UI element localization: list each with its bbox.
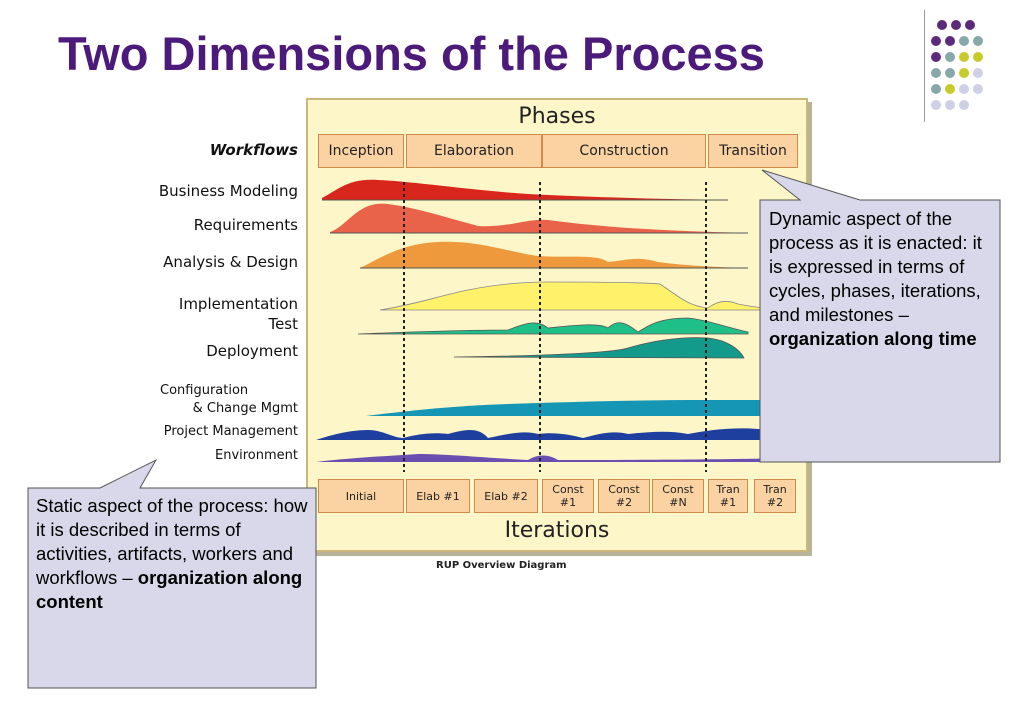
hump-deployment — [453, 337, 745, 359]
decorative-dot — [973, 84, 983, 94]
workflow-label-analysis-design: Analysis & Design — [163, 253, 298, 271]
dynamic-callout-text: Dynamic aspect of the process as it is e… — [769, 207, 997, 351]
hump-analysis-design — [360, 241, 748, 268]
rup-diagram: Phases Inception Elaboration Constructio… — [306, 98, 808, 552]
static-callout-box — [27, 458, 317, 689]
phase-transition: Transition — [708, 134, 798, 168]
workflow-label-deployment: Deployment — [206, 342, 298, 360]
decorative-dot — [959, 84, 969, 94]
hump-project-management — [316, 422, 804, 440]
iteration-initial: Initial — [318, 479, 404, 513]
decorative-dot — [937, 20, 947, 30]
iterations-title: Iterations — [504, 518, 610, 543]
hump-configuration — [366, 400, 804, 416]
diagram-caption: RUP Overview Diagram — [436, 560, 567, 571]
dynamic-callout-body: Dynamic aspect of the process as it is e… — [769, 208, 982, 325]
decorative-dot — [931, 100, 941, 110]
dynamic-callout-box — [759, 169, 1001, 463]
decorative-dot — [931, 36, 941, 46]
hump-implementation — [379, 281, 769, 311]
iteration-const-2: Const #2 — [598, 479, 650, 513]
iteration-elab-2: Elab #2 — [474, 479, 538, 513]
iteration-tran-2: Tran #2 — [754, 479, 796, 513]
workflow-label-configuration: Configuration — [160, 383, 249, 398]
workflow-label-business-modeling: Business Modeling — [158, 182, 298, 200]
iteration-const-1: Const #1 — [542, 479, 594, 513]
dynamic-callout-emphasis: organization along time — [769, 328, 977, 349]
decorative-dot — [959, 68, 969, 78]
decorative-dot — [959, 100, 969, 110]
decorative-dot — [931, 84, 941, 94]
decorative-dot — [945, 84, 955, 94]
static-callout-text: Static aspect of the process: how it is … — [36, 494, 314, 614]
workflow-label-change-mgmt: & Change Mgmt — [192, 401, 298, 416]
workflow-label-requirements: Requirements — [193, 216, 298, 234]
decorative-dot — [965, 20, 975, 30]
phase-inception: Inception — [318, 134, 404, 168]
hump-test — [357, 317, 749, 335]
decorative-dot — [931, 68, 941, 78]
decorative-dot — [931, 52, 941, 62]
workflow-label-project-management: Project Management — [163, 424, 298, 439]
decorative-dot — [973, 36, 983, 46]
decorative-dot — [945, 36, 955, 46]
decorative-dot — [945, 68, 955, 78]
static-callout-body: Static aspect of the process: how it is … — [36, 495, 308, 588]
workflow-label-environment: Environment — [214, 448, 298, 463]
decorative-dot — [959, 36, 969, 46]
decorative-dot-grid — [931, 20, 1011, 130]
decorative-dot — [945, 52, 955, 62]
hump-environment — [316, 454, 804, 462]
decorative-dot — [959, 52, 969, 62]
decorative-dot — [951, 20, 961, 30]
phase-construction: Construction — [542, 134, 706, 168]
workflows-header: Workflows — [209, 141, 298, 159]
iteration-const-n: Const #N — [652, 479, 704, 513]
iteration-tran-1: Tran #1 — [708, 479, 748, 513]
slide-title: Two Dimensions of the Process — [58, 27, 765, 80]
hump-requirements — [330, 203, 748, 233]
decorative-dot — [973, 68, 983, 78]
workflow-label-test: Test — [268, 315, 298, 333]
static-callout-emphasis: organization along content — [36, 567, 303, 612]
decorative-dot — [945, 100, 955, 110]
divider-line — [924, 10, 925, 122]
phases-title: Phases — [518, 104, 596, 129]
phase-elaboration: Elaboration — [406, 134, 542, 168]
workflow-label-implementation: Implementation — [178, 295, 298, 313]
iteration-elab-1: Elab #1 — [406, 479, 470, 513]
workflow-humps — [316, 179, 804, 472]
decorative-dot — [973, 52, 983, 62]
hump-business-modeling — [322, 179, 728, 200]
